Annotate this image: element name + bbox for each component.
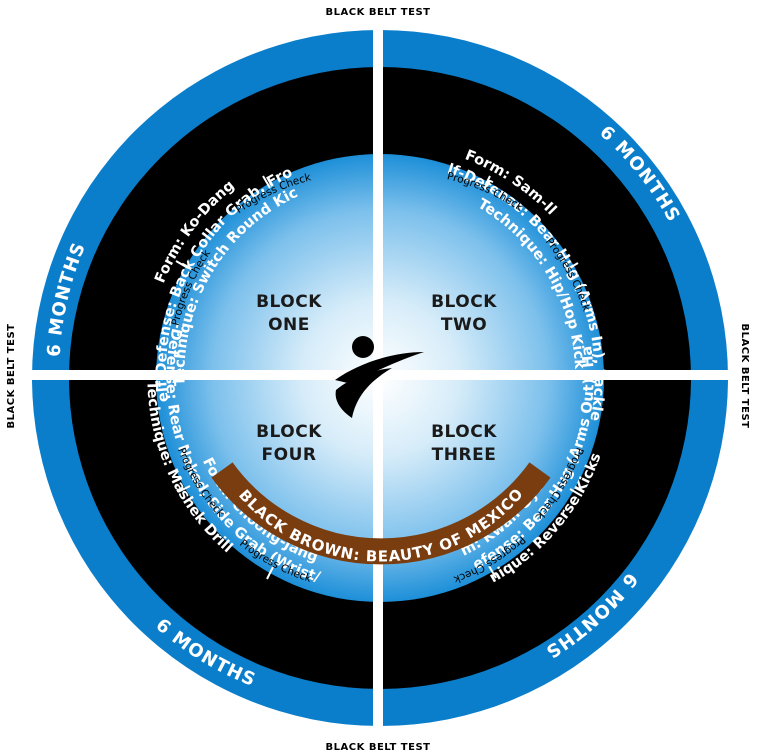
- outer-label-bottom: BLACK BELT TEST: [326, 742, 431, 753]
- block-four-title-line1: BLOCK: [256, 422, 322, 442]
- kicking-figure-icon: [335, 336, 424, 418]
- block-two-title-line1: BLOCK: [431, 292, 497, 312]
- block-three-title-line1: BLOCK: [431, 422, 497, 442]
- block-three-title-line2: THREE: [432, 445, 497, 465]
- block-one-title-line2: ONE: [268, 315, 310, 335]
- progress-ticks: [175, 175, 583, 580]
- block-two-title-line2: TWO: [441, 315, 487, 335]
- block-four-title-line2: FOUR: [262, 445, 317, 465]
- outer-label-right: BLACK BELT TEST: [739, 324, 750, 429]
- outer-label-left: BLACK BELT TEST: [6, 324, 17, 429]
- brown-band: [211, 462, 551, 565]
- outer-label-top: BLACK BELT TEST: [326, 7, 431, 18]
- block-one-title-line1: BLOCK: [256, 292, 322, 312]
